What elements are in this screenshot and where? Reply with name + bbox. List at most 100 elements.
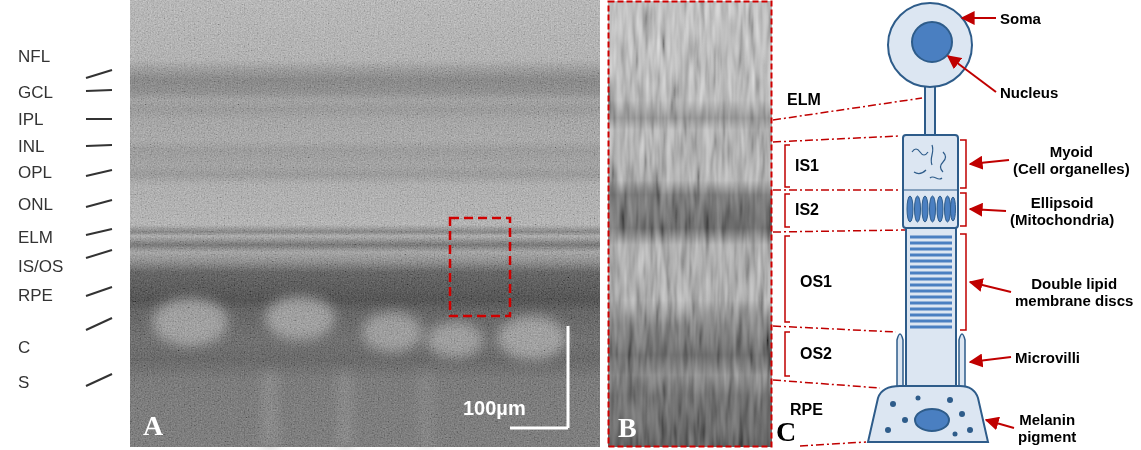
layer-label: IS/OS — [18, 257, 63, 277]
dash-dot-line — [773, 380, 880, 388]
callout-label: Soma — [1000, 10, 1041, 27]
bracket — [960, 140, 966, 188]
segment-label: OS2 — [800, 345, 832, 363]
callout-label: Nucleus — [1000, 84, 1058, 101]
callout-arrow — [970, 357, 1011, 362]
callout-arrow — [962, 17, 996, 19]
bracket — [960, 193, 966, 226]
microvillus — [959, 334, 965, 392]
segment-label: IS1 — [795, 157, 819, 175]
leader-line — [86, 250, 112, 258]
organelles — [912, 145, 946, 179]
photoreceptor — [868, 3, 988, 442]
mitochondrion — [937, 196, 943, 222]
zoom-bands — [608, 1, 772, 447]
callout-label: Double lipid membrane discs — [1015, 275, 1133, 309]
panel-letter: A — [143, 410, 163, 442]
mitochondrion — [951, 197, 956, 221]
leader-line — [86, 145, 112, 146]
speckle-noise — [608, 1, 772, 447]
bracket — [785, 194, 790, 227]
oct-image — [130, 0, 600, 447]
mitochondrion — [915, 196, 921, 222]
bracket — [785, 145, 790, 187]
organelle — [941, 152, 946, 172]
melanin-granule — [916, 396, 921, 401]
retina-bands — [130, 0, 600, 447]
leader-line — [86, 229, 112, 235]
callout-arrow — [948, 56, 996, 92]
callout-arrow — [970, 282, 1011, 292]
bracket — [785, 332, 790, 376]
membrane-discs — [910, 234, 952, 330]
segment-label: IS2 — [795, 201, 819, 219]
segment-label: ELM — [787, 91, 821, 109]
leader-line — [86, 170, 112, 176]
dash-dot-line — [773, 326, 896, 332]
leader-line — [86, 90, 112, 91]
leader-line — [86, 318, 112, 330]
dash-dot-line — [773, 136, 900, 142]
bracket — [785, 236, 790, 322]
outer-segment — [906, 228, 956, 386]
segment-label: OS1 — [800, 273, 832, 291]
callout-arrow — [986, 420, 1014, 428]
zoom-border — [609, 2, 772, 447]
layer-label: C — [18, 338, 30, 358]
rpe-cell — [868, 386, 988, 442]
leader-line — [86, 200, 112, 207]
melanin-granule — [953, 432, 958, 437]
dash-dot-line — [773, 230, 905, 232]
melanin-granule — [967, 427, 973, 433]
melanin — [885, 396, 973, 437]
axon-stalk — [925, 84, 935, 137]
callout-arrow — [970, 209, 1006, 211]
layer-label: INL — [18, 137, 44, 157]
zoom-box — [450, 218, 510, 316]
callout-label: Ellipsoid (Mitochondria) — [1010, 194, 1114, 228]
melanin-granule — [959, 411, 965, 417]
panel-letter: B — [618, 412, 637, 444]
leader-line — [86, 287, 112, 296]
nucleus — [912, 22, 952, 62]
layer-label: S — [18, 373, 29, 393]
callout-arrow — [970, 160, 1009, 164]
callout-arrows — [948, 18, 1014, 428]
layer-label: OPL — [18, 163, 52, 183]
layer-label: GCL — [18, 83, 53, 103]
zoom-image — [608, 1, 772, 447]
mitochondrion — [922, 196, 928, 222]
melanin-granule — [890, 401, 896, 407]
layer-label: ONL — [18, 195, 53, 215]
panel-letter: C — [776, 416, 796, 448]
callout-label: Microvilli — [1015, 349, 1080, 366]
layer-label: IPL — [18, 110, 44, 130]
leader-line — [86, 118, 112, 120]
soma — [888, 3, 972, 87]
layer-label: NFL — [18, 47, 50, 67]
rpe-nucleus — [915, 409, 949, 431]
organelle — [930, 177, 942, 179]
bracket — [960, 234, 966, 330]
inner-segment — [903, 135, 958, 228]
dash-dot-line — [773, 189, 900, 191]
melanin-granule — [902, 417, 908, 423]
mitochondrion — [930, 196, 936, 222]
melanin-granule — [947, 397, 953, 403]
layer-label: RPE — [18, 286, 53, 306]
mitochondrion — [907, 196, 913, 222]
mitochondrion — [945, 196, 951, 222]
organelle — [912, 149, 928, 155]
dash-dot-line — [800, 442, 866, 446]
organelle — [914, 170, 926, 174]
scale-bar-label: 100µm — [463, 397, 526, 420]
layer-label: ELM — [18, 228, 53, 248]
mitochondria — [907, 196, 956, 222]
leader-lines — [86, 70, 112, 386]
callout-label: Myoid (Cell organelles) — [1013, 143, 1130, 177]
melanin-granule — [885, 427, 891, 433]
leader-line — [86, 374, 112, 386]
